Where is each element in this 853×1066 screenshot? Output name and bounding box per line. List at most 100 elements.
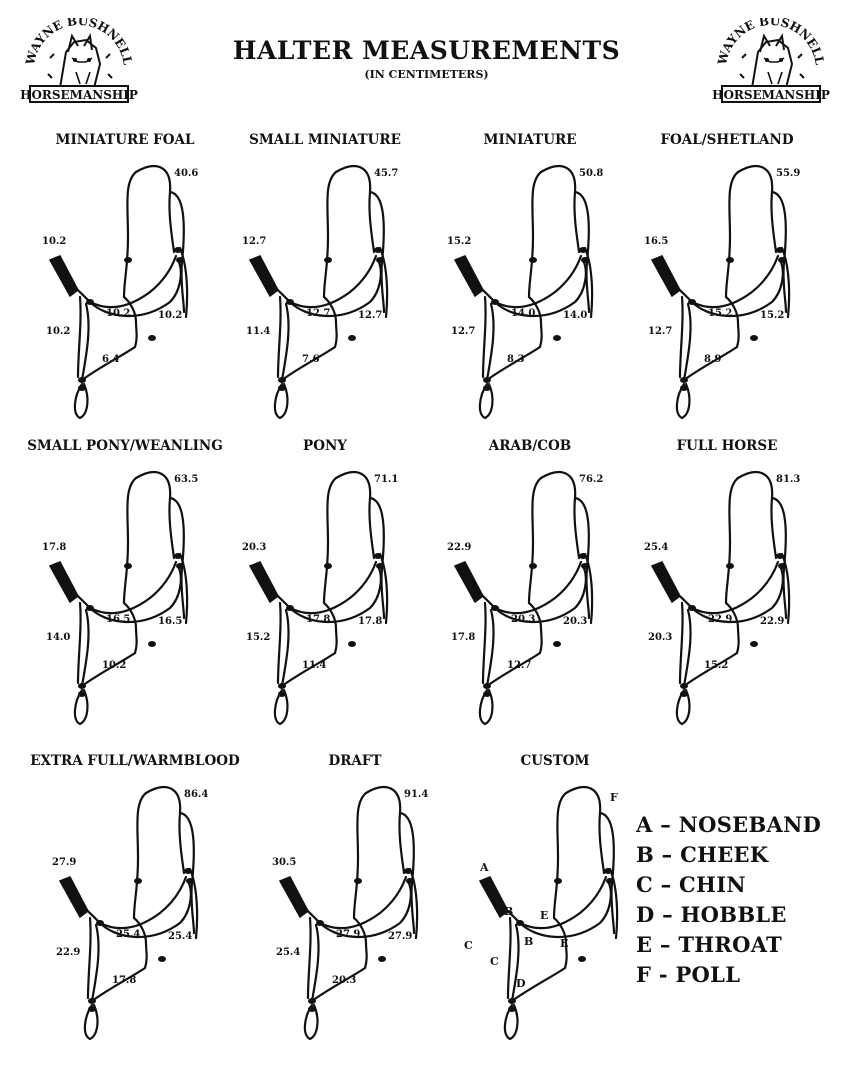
- page-title: HALTER MEASUREMENTS: [232, 36, 621, 65]
- rope-knot: [174, 247, 182, 253]
- measurement-noseband: 15.2: [447, 236, 471, 247]
- legend-item-hobble: D – HOBBLE: [636, 902, 787, 927]
- measurement-cheek-left: 15.2: [246, 632, 270, 643]
- rope-knot: [78, 385, 86, 391]
- noseband-knot: [48, 255, 79, 298]
- rope-knot: [554, 878, 562, 884]
- measurement-throat-right: 12.7: [358, 310, 382, 321]
- rope-knot: [174, 553, 182, 559]
- measurement-hobble: D: [516, 977, 526, 990]
- legend-item-chin: C – CHIN: [636, 872, 746, 897]
- rope-knot: [604, 868, 612, 874]
- rope-knot: [553, 335, 561, 341]
- rope-knot: [348, 335, 356, 341]
- rope-knot: [286, 605, 294, 611]
- rope-knot: [96, 920, 104, 926]
- noseband-knot: [478, 876, 509, 919]
- noseband-knot: [248, 561, 279, 604]
- halter-size-title: SMALL MINIATURE: [249, 132, 401, 148]
- measurement-hobble: 6.4: [102, 354, 119, 365]
- rope-knot: [776, 553, 784, 559]
- measurement-throat-right: 27.9: [388, 931, 412, 942]
- measurement-noseband: 30.5: [272, 857, 296, 868]
- rope-knot: [88, 998, 96, 1004]
- measurement-cheek-left: 20.3: [648, 632, 672, 643]
- rope-knot: [778, 563, 786, 569]
- halter-rope: [461, 470, 594, 726]
- noseband-knot: [453, 561, 484, 604]
- measurement-noseband: 16.5: [644, 236, 668, 247]
- measurement-throat-right: 10.2: [158, 310, 182, 321]
- halter-rope: [56, 470, 189, 726]
- brand-logo-left: WAYNE BUSHNELL HORSEMANSHIP: [20, 14, 138, 106]
- halter-rope: [256, 470, 389, 726]
- halter-size-title: FOAL/SHETLAND: [660, 132, 794, 148]
- measurement-throat-left: 10.2: [106, 308, 130, 319]
- rope-knot: [86, 299, 94, 305]
- rope-knot: [680, 377, 688, 383]
- halter-rope: [256, 164, 389, 420]
- measurement-cheek-left: 14.0: [46, 632, 70, 643]
- measurement-noseband: 22.9: [447, 542, 471, 553]
- halter-size-title: DRAFT: [328, 753, 382, 769]
- measurement-noseband: 20.3: [242, 542, 266, 553]
- measurement-cheek-left: 12.7: [648, 326, 672, 337]
- measurement-poll: 55.9: [776, 168, 800, 179]
- rope-knot: [186, 878, 194, 884]
- measurement-cheek-left: 22.9: [56, 947, 80, 958]
- measurement-throat-left: 20.3: [511, 614, 535, 625]
- measurement-cheek-inner: C: [490, 955, 499, 968]
- rope-knot: [491, 605, 499, 611]
- legend-item-throat: E – THROAT: [636, 932, 783, 957]
- halter-size-title: FULL HORSE: [676, 438, 778, 454]
- measurement-throat-right: 22.9: [760, 616, 784, 627]
- halter-rope: [66, 785, 199, 1041]
- rope-knot: [78, 683, 86, 689]
- measurement-noseband: 25.4: [644, 542, 668, 553]
- measurement-poll: 50.8: [579, 168, 603, 179]
- rope-knot: [78, 377, 86, 383]
- rope-knot: [278, 691, 286, 697]
- rope-knot: [124, 563, 132, 569]
- rope-knot: [124, 257, 132, 263]
- measurement-cheek-mid: B: [524, 935, 533, 948]
- rope-knot: [483, 385, 491, 391]
- rope-knot: [508, 998, 516, 1004]
- rope-knot: [308, 998, 316, 1004]
- rope-knot: [176, 257, 184, 263]
- rope-knot: [606, 878, 614, 884]
- rope-knot: [86, 605, 94, 611]
- rope-knot: [134, 878, 142, 884]
- measurement-throat-right: 14.0: [563, 310, 587, 321]
- rope-knot: [78, 691, 86, 697]
- rope-knot: [581, 257, 589, 263]
- rope-knot: [286, 299, 294, 305]
- rope-knot: [516, 920, 524, 926]
- measurement-throat-right: 20.3: [563, 616, 587, 627]
- measurement-poll: 91.4: [404, 789, 428, 800]
- noseband-knot: [278, 876, 309, 919]
- rope-knot: [688, 605, 696, 611]
- rope-knot: [581, 563, 589, 569]
- measurement-throat-left: 14.0: [511, 308, 535, 319]
- rope-knot: [726, 257, 734, 263]
- noseband-knot: [248, 255, 279, 298]
- measurement-throat-left: 22.9: [708, 614, 732, 625]
- measurement-hobble: 7.6: [302, 354, 319, 365]
- rope-knot: [374, 553, 382, 559]
- measurement-throat-right: 15.2: [760, 310, 784, 321]
- measurement-throat-left: 25.4: [116, 929, 140, 940]
